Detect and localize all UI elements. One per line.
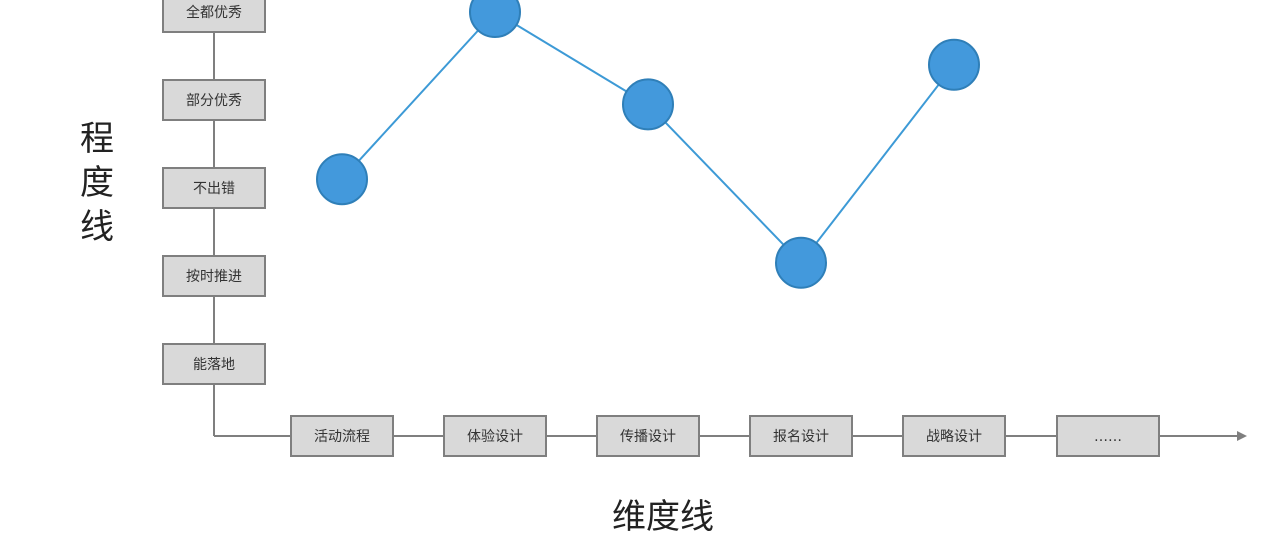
x-category-box-rect (749, 415, 853, 457)
x-tick-label: 战略设计 (926, 429, 982, 445)
y-category-box-rect (162, 343, 266, 385)
y-tick-label: 部分优秀 (186, 93, 242, 109)
y-tick-label: 全都优秀 (186, 4, 242, 21)
y-tick-label: 能落地 (193, 357, 235, 373)
y-axis-label: 程度线 (80, 119, 114, 247)
axes (213, 0, 1247, 441)
y-category-box: 不出错 (162, 167, 266, 209)
x-category-box-rect (290, 415, 394, 457)
data-point (928, 38, 980, 91)
data-point (316, 153, 368, 206)
y-category-box-rect (162, 167, 266, 209)
series-group (316, 0, 980, 289)
x-category-box-rect (1056, 415, 1160, 457)
x-category-boxes: 活动流程 体验设计 传播设计 报名设计 战略设计 …… (290, 415, 1160, 457)
data-point (775, 236, 827, 289)
x-category-box-rect (902, 415, 1006, 457)
x-category-box: 活动流程 (290, 415, 394, 457)
y-category-box: 全都优秀 (162, 0, 266, 33)
y-category-box: 部分优秀 (162, 79, 266, 121)
x-category-box: 传播设计 (596, 415, 700, 457)
x-axis-label: 维度线 (612, 497, 714, 537)
x-tick-label: 传播设计 (620, 429, 676, 445)
x-tick-label: 活动流程 (314, 429, 370, 445)
y-category-boxes: 能落地 按时推进 不出错 部分优秀 全都优秀 (162, 0, 266, 385)
data-point (469, 0, 521, 38)
x-category-box-rect (596, 415, 700, 457)
x-tick-label: 体验设计 (467, 429, 523, 445)
y-tick-label: 不出错 (193, 181, 235, 197)
y-tick-label: 按时推进 (186, 269, 242, 285)
x-category-box: 报名设计 (749, 415, 853, 457)
x-category-box-rect (443, 415, 547, 457)
series-line (341, 10, 955, 265)
y-category-box-rect (162, 79, 266, 121)
x-tick-label: …… (1094, 429, 1122, 445)
y-category-box: 能落地 (162, 343, 266, 385)
y-category-box: 按时推进 (162, 255, 266, 297)
x-category-box: …… (1056, 415, 1160, 457)
y-category-box-rect (162, 255, 266, 297)
y-category-box-rect (162, 0, 266, 33)
data-point (622, 78, 674, 131)
x-category-box: 战略设计 (902, 415, 1006, 457)
x-tick-label: 报名设计 (773, 429, 829, 445)
x-category-box: 体验设计 (443, 415, 547, 457)
